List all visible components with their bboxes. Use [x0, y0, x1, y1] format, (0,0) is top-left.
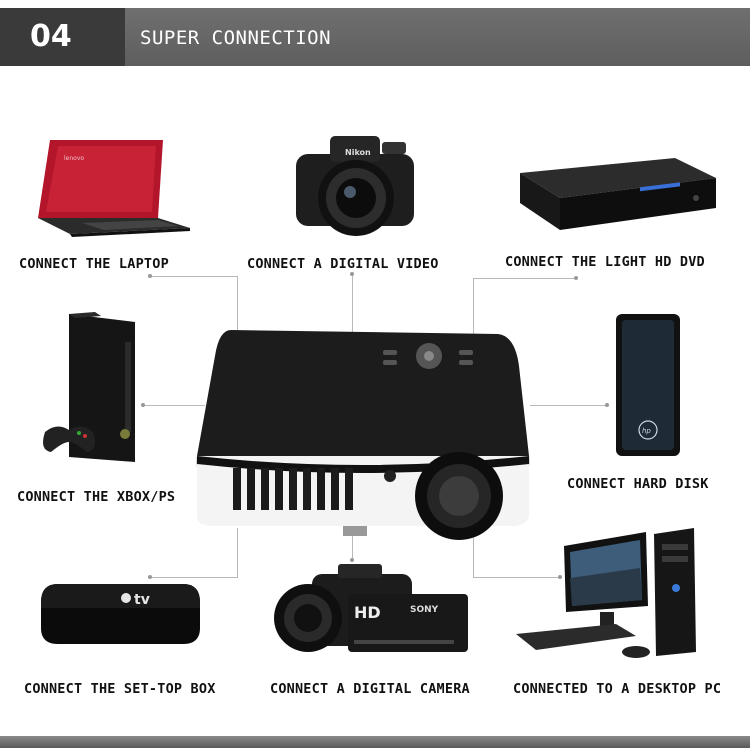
- laptop-image: lenovo: [38, 140, 190, 237]
- connector-settop-v: [237, 528, 238, 578]
- connector-camera-dot: [350, 558, 354, 562]
- connector-dvd-dot: [574, 276, 578, 280]
- section-title: SUPER CONNECTION: [140, 27, 332, 49]
- connector-disk-h: [530, 405, 606, 406]
- connector-settop-dot: [148, 575, 152, 579]
- xbox-console-image: [43, 312, 135, 462]
- connector-camera-v: [352, 530, 353, 560]
- camcorder-image: HD SONY: [274, 564, 468, 652]
- label-hard-disk: CONNECT HARD DISK: [567, 476, 709, 492]
- connector-video-dot: [350, 272, 354, 276]
- connector-dvd-v: [473, 278, 474, 334]
- connector-desktop-v: [473, 528, 474, 578]
- connector-xbox-h: [143, 405, 205, 406]
- section-number: 04: [0, 8, 125, 66]
- connector-laptop-dot: [148, 274, 152, 278]
- connector-video-v: [352, 274, 353, 332]
- label-digital-camera: CONNECT A DIGITAL CAMERA: [270, 681, 470, 697]
- connector-desktop-dot: [558, 575, 562, 579]
- camcorder-hd-logo: HD: [354, 603, 381, 622]
- label-set-top-box: CONNECT THE SET-TOP BOX: [24, 681, 216, 697]
- label-xbox: CONNECT THE XBOX/PS: [17, 489, 176, 505]
- connector-disk-dot: [605, 403, 609, 407]
- hard-disk-image: hp: [616, 314, 680, 456]
- digital-camera-image: Nikon: [296, 136, 414, 236]
- connector-dvd-h: [473, 278, 575, 279]
- connector-settop-h: [150, 577, 238, 578]
- dvd-player-image: [520, 158, 716, 230]
- set-top-box-image: tv: [41, 584, 200, 644]
- camcorder-brand-logo: SONY: [410, 605, 439, 615]
- bottom-bar: [0, 736, 750, 748]
- label-digital-video: CONNECT A DIGITAL VIDEO: [247, 256, 439, 272]
- projector-image: [196, 330, 530, 540]
- hard-disk-brand-logo: hp: [642, 427, 651, 435]
- label-desktop-pc: CONNECTED TO A DESKTOP PC: [513, 681, 722, 697]
- section-header: 04 SUPER CONNECTION: [0, 8, 750, 66]
- desktop-pc-image: [516, 528, 696, 658]
- label-hd-dvd: CONNECT THE LIGHT HD DVD: [505, 254, 705, 270]
- camera-brand-logo: Nikon: [345, 148, 371, 157]
- laptop-brand-logo: lenovo: [64, 155, 84, 162]
- connector-laptop-v: [237, 276, 238, 338]
- connector-xbox-dot: [141, 403, 145, 407]
- connector-laptop-h: [150, 276, 238, 277]
- set-top-box-brand-logo: tv: [134, 592, 150, 608]
- label-laptop: CONNECT THE LAPTOP: [19, 256, 169, 272]
- connector-desktop-h: [473, 577, 559, 578]
